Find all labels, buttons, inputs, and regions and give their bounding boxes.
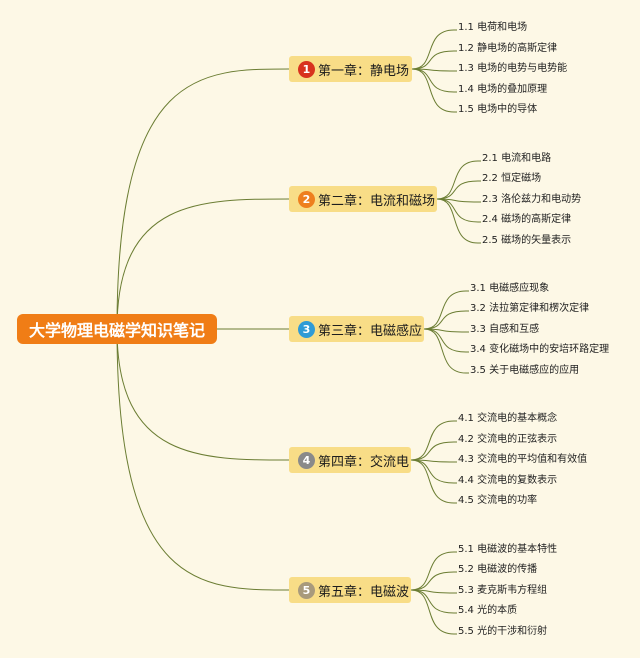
chapter-number-badge: 5 <box>298 581 315 599</box>
chapter-to-subtopic-link <box>410 551 457 591</box>
chapter-title: 第一章：静电场 <box>318 63 410 79</box>
chapter-title: 第四章：交流电 <box>318 454 410 470</box>
subtopic-5-5[interactable]: 5.5 光的干涉和衍射 <box>458 626 548 637</box>
subtopic-4-1[interactable]: 4.1 交流电的基本概念 <box>458 413 558 424</box>
chapter-node-4[interactable]: 4 第四章：交流电 <box>289 447 411 473</box>
chapter-to-subtopic-link <box>410 459 457 484</box>
subtopic-2-4[interactable]: 2.4 磁场的高斯定律 <box>482 214 572 225</box>
chapter-to-subtopic-link <box>423 290 469 330</box>
chapter-to-subtopic-link <box>436 180 481 200</box>
chapter-node-1[interactable]: 1 第一章：静电场 <box>289 56 412 82</box>
subtopic-5-3[interactable]: 5.3 麦克斯韦方程组 <box>458 585 548 596</box>
chapter-to-subtopic-link <box>410 459 457 463</box>
chapter-title: 第三章：电磁感应 <box>318 323 423 339</box>
subtopic-3-1[interactable]: 3.1 电磁感应现象 <box>470 283 550 294</box>
subtopic-2-2[interactable]: 2.2 恒定磁场 <box>482 173 542 184</box>
root-topic[interactable]: 大学物理电磁学知识笔记 <box>17 314 217 344</box>
chapter-node-2[interactable]: 2 第二章：电流和磁场 <box>289 186 437 212</box>
chapter-title: 第五章：电磁波 <box>318 584 410 600</box>
chapter-to-subtopic-link <box>411 68 457 93</box>
chapter-to-subtopic-link <box>410 459 457 504</box>
chapter-to-subtopic-link <box>410 441 457 461</box>
root-to-chapter-link <box>116 198 290 330</box>
subtopic-4-4[interactable]: 4.4 交流电的复数表示 <box>458 475 558 486</box>
chapter-to-subtopic-link <box>411 68 457 113</box>
subtopic-1-5[interactable]: 1.5 电场中的导体 <box>458 104 538 115</box>
chapter-to-subtopic-link <box>436 160 481 200</box>
chapter-to-subtopic-link <box>423 328 469 333</box>
subtopic-5-2[interactable]: 5.2 电磁波的传播 <box>458 564 538 575</box>
chapter-number-badge: 4 <box>298 451 315 469</box>
subtopic-5-4[interactable]: 5.4 光的本质 <box>458 605 518 616</box>
chapter-to-subtopic-link <box>436 198 481 244</box>
chapter-to-subtopic-link <box>423 328 469 374</box>
root-to-chapter-link <box>116 328 290 461</box>
chapter-to-subtopic-link <box>411 50 457 70</box>
subtopic-1-4[interactable]: 1.4 电场的叠加原理 <box>458 84 548 95</box>
root-title: 大学物理电磁学知识笔记 <box>28 321 205 340</box>
subtopic-1-2[interactable]: 1.2 静电场的高斯定律 <box>458 43 558 54</box>
chapter-to-subtopic-link <box>410 571 457 591</box>
chapter-to-subtopic-link <box>436 198 481 223</box>
chapter-to-subtopic-link <box>410 589 457 635</box>
subtopic-3-5[interactable]: 3.5 关于电磁感应的应用 <box>470 365 580 376</box>
chapter-node-5[interactable]: 5 第五章：电磁波 <box>289 577 411 603</box>
chapter-to-subtopic-link <box>411 68 457 72</box>
subtopic-3-3[interactable]: 3.3 自感和互感 <box>470 324 540 335</box>
subtopic-3-2[interactable]: 3.2 法拉第定律和楞次定律 <box>470 303 590 314</box>
subtopic-4-2[interactable]: 4.2 交流电的正弦表示 <box>458 434 558 445</box>
subtopic-4-3[interactable]: 4.3 交流电的平均值和有效值 <box>458 454 588 465</box>
chapter-number-badge: 3 <box>298 320 315 338</box>
root-to-chapter-link <box>116 328 290 591</box>
subtopic-2-5[interactable]: 2.5 磁场的矢量表示 <box>482 235 572 246</box>
subtopic-1-1[interactable]: 1.1 电荷和电场 <box>458 22 528 33</box>
chapter-to-subtopic-link <box>410 589 457 594</box>
subtopic-5-1[interactable]: 5.1 电磁波的基本特性 <box>458 544 558 555</box>
chapter-to-subtopic-link <box>411 29 457 70</box>
chapter-node-3[interactable]: 3 第三章：电磁感应 <box>289 316 424 342</box>
chapter-to-subtopic-link <box>423 328 469 353</box>
subtopic-2-1[interactable]: 2.1 电流和电路 <box>482 153 552 164</box>
chapter-to-subtopic-link <box>410 420 457 461</box>
chapter-number-badge: 1 <box>298 60 315 78</box>
chapter-number-badge: 2 <box>298 190 315 208</box>
subtopic-1-3[interactable]: 1.3 电场的电势与电势能 <box>458 63 568 74</box>
subtopic-2-3[interactable]: 2.3 洛伦兹力和电动势 <box>482 194 582 205</box>
subtopic-3-4[interactable]: 3.4 变化磁场中的安培环路定理 <box>470 344 610 355</box>
chapter-title: 第二章：电流和磁场 <box>318 193 436 209</box>
chapter-to-subtopic-link <box>410 589 457 614</box>
subtopic-4-5[interactable]: 4.5 交流电的功率 <box>458 495 538 506</box>
root-to-chapter-link <box>116 68 290 330</box>
chapter-to-subtopic-link <box>436 198 481 203</box>
chapter-to-subtopic-link <box>423 310 469 330</box>
